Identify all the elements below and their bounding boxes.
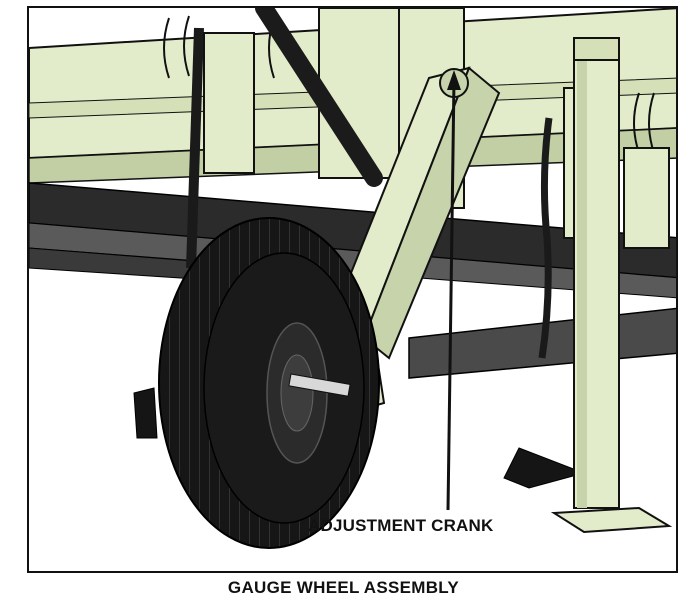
figure-caption: GAUGE WHEEL ASSEMBLY xyxy=(227,578,460,597)
gauge-wheel-illustration xyxy=(29,8,676,549)
adjustment-crank-label: ADJUSTMENT CRANK xyxy=(308,516,494,535)
adjustment-crank-pointer xyxy=(446,70,461,511)
shovel-points xyxy=(133,387,586,489)
illustration-frame xyxy=(27,6,678,573)
hitch-bar xyxy=(255,8,383,187)
wheel-axle xyxy=(288,373,351,397)
jack-stand xyxy=(550,37,673,534)
gauge-wheel-tire xyxy=(158,217,380,549)
